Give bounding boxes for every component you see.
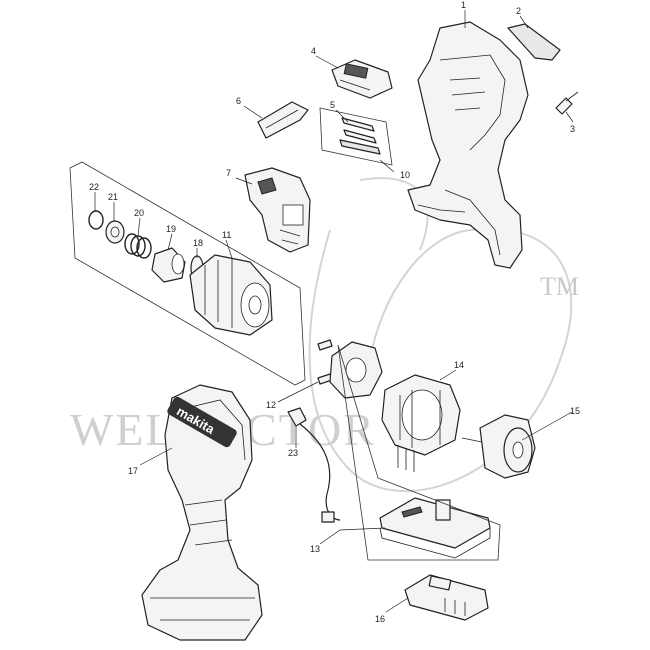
label-part-20: 20 — [134, 208, 144, 218]
label-part-10: 10 — [400, 170, 410, 180]
watermark-trademark: TM — [540, 272, 579, 301]
part-16-terminal — [404, 574, 489, 621]
label-part-3: 3 — [570, 124, 575, 134]
part-10-assembly-box — [319, 107, 393, 166]
part-11-hammer-case — [189, 254, 273, 336]
part-7-switch — [244, 167, 311, 253]
part-21-washer — [105, 220, 125, 244]
baffle-plate — [329, 341, 383, 399]
part-labels: 1 2 3 4 5 6 7 10 11 12 13 14 15 16 17 18… — [89, 0, 580, 624]
label-part-22: 22 — [89, 182, 99, 192]
label-part-23: 23 — [288, 448, 298, 458]
part-23-lead-wire — [287, 407, 341, 523]
part-22-retaining-ring — [88, 210, 104, 230]
label-part-5: 5 — [330, 100, 335, 110]
label-part-15: 15 — [570, 406, 580, 416]
part-15-rotor — [461, 414, 536, 479]
leader-lines — [94, 10, 574, 613]
label-part-4: 4 — [311, 46, 316, 56]
part-17-housing-set: makita — [141, 384, 263, 641]
label-part-2: 2 — [516, 6, 521, 16]
label-part-6: 6 — [236, 96, 241, 106]
part-11-box — [69, 161, 306, 386]
label-part-13: 13 — [310, 544, 320, 554]
part-13-box — [337, 344, 501, 561]
label-part-16: 16 — [375, 614, 385, 624]
label-part-17: 17 — [128, 466, 138, 476]
part-14-stator — [381, 374, 461, 472]
part-4-switch-cover — [331, 59, 393, 99]
part-13-controller — [379, 497, 491, 559]
label-part-11: 11 — [222, 230, 231, 240]
part-19-sleeve — [151, 247, 186, 283]
part-6-lever — [257, 101, 309, 139]
label-part-7: 7 — [226, 168, 231, 178]
label-part-19: 19 — [166, 224, 176, 234]
label-part-21: 21 — [108, 192, 118, 202]
part-2-name-plate — [507, 23, 561, 61]
label-part-18: 18 — [193, 238, 203, 248]
label-part-1: 1 — [461, 0, 466, 10]
part-3-screw — [555, 91, 579, 115]
part-1-housing-half — [407, 21, 529, 269]
part-20-spring — [124, 233, 152, 259]
label-part-12: 12 — [266, 400, 276, 410]
label-part-14: 14 — [454, 360, 464, 370]
